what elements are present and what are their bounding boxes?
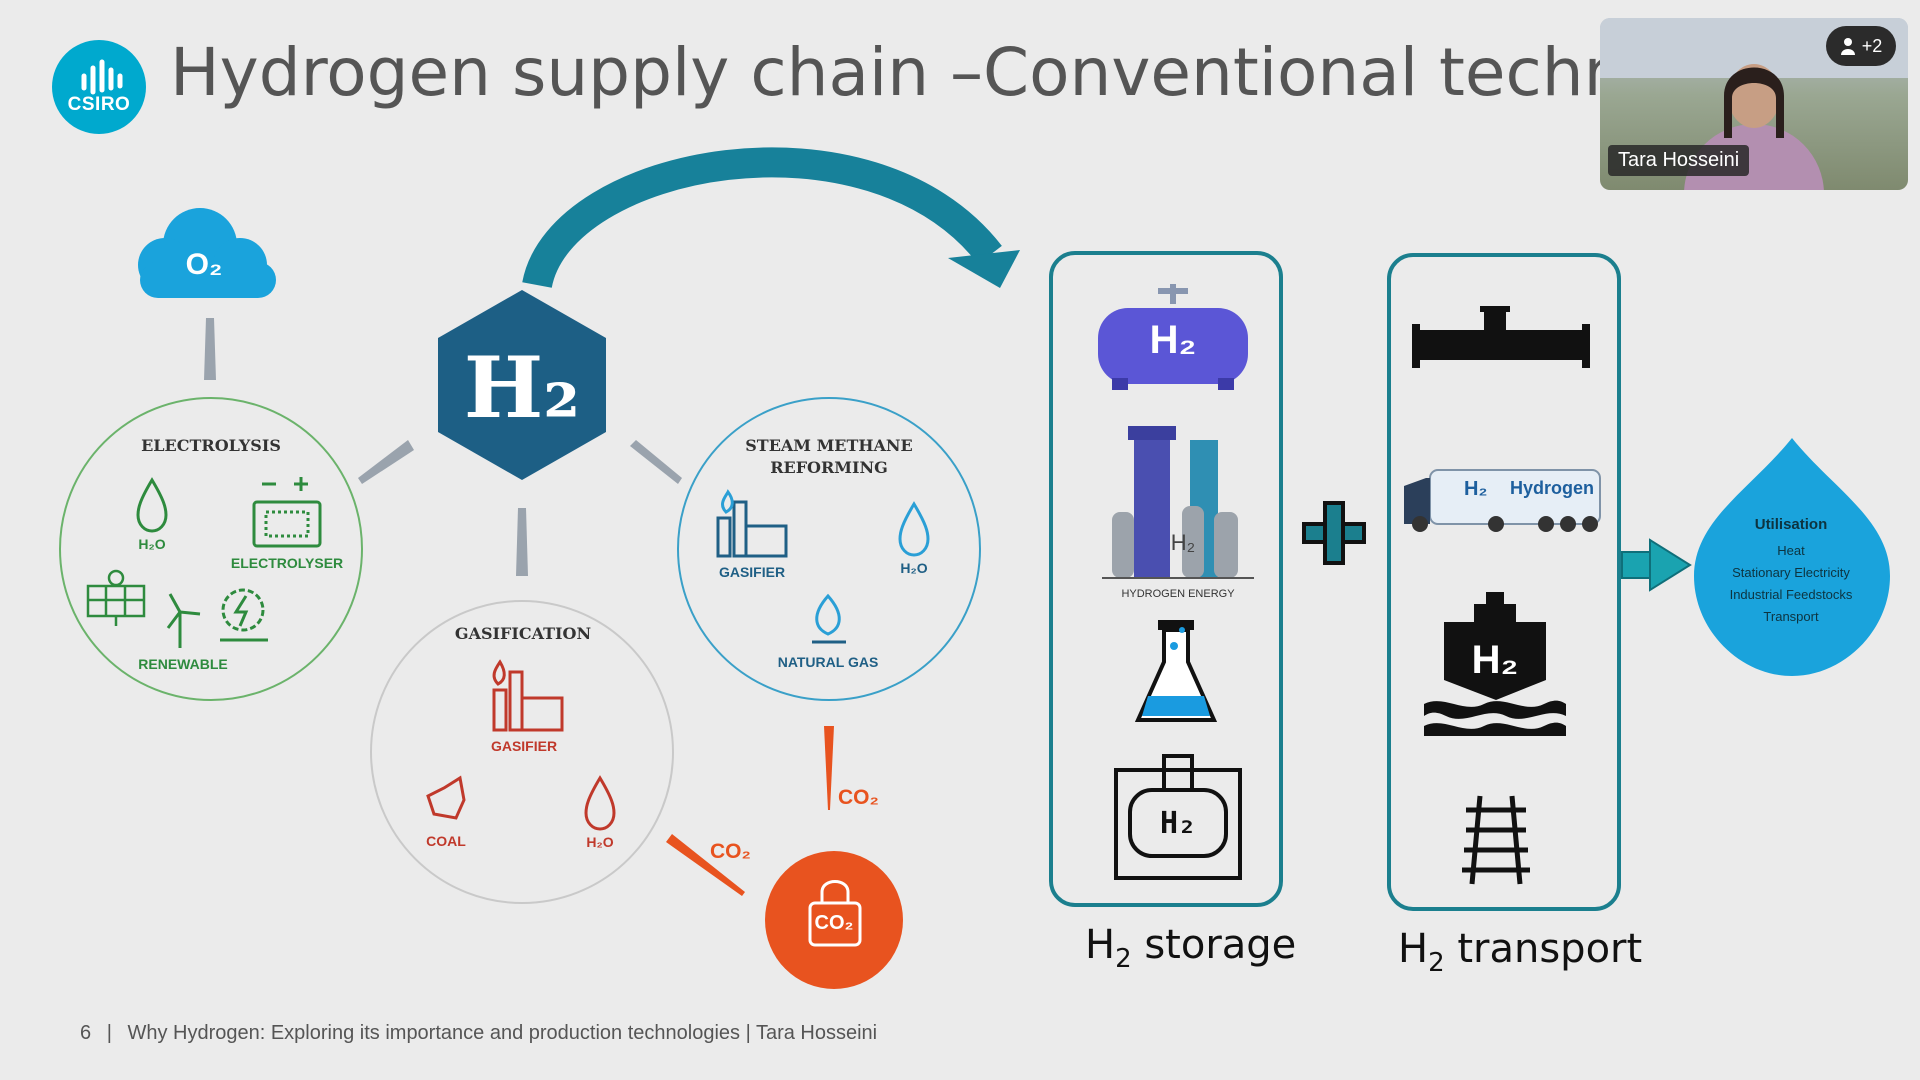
renewable-label: RENEWABLE (138, 656, 228, 672)
person-icon (1840, 38, 1855, 55)
storage-tank-label: H₂ (1149, 318, 1197, 362)
truck-h2-label: H₂ (1464, 478, 1488, 500)
co2-spike-gasification (666, 834, 745, 896)
extra-participants-count: +2 (1861, 35, 1883, 56)
utilisation-title: Utilisation (1754, 516, 1828, 533)
natural-gas-label: NATURAL GAS (777, 654, 879, 670)
co2-label-gasification: CO₂ (710, 840, 751, 863)
h2-hexagon-label: H₂ (463, 338, 581, 437)
connector-smr (630, 440, 682, 484)
gasification-h2o-label: H₂O (586, 834, 614, 850)
hydrogen-energy-label: HYDROGEN ENERGY (1121, 588, 1235, 600)
storage-caption-h: H (1085, 922, 1116, 968)
arrow-right-icon (1621, 538, 1692, 592)
gasifier-icon (716, 489, 788, 558)
smr-gasifier-label: GASIFIER (718, 564, 786, 580)
smr-h2o-label: H₂O (900, 560, 928, 576)
gasifier-icon (492, 659, 564, 732)
co2-capture-label: CO₂ (814, 912, 854, 934)
utilisation-item: Transport (1763, 609, 1819, 624)
natural-gas-flame-icon (812, 593, 846, 644)
h2-transport-panel (1387, 253, 1621, 911)
transport-caption-sub: 2 (1428, 948, 1445, 978)
o2-cloud-icon (138, 208, 276, 298)
plus-icon (1302, 501, 1366, 565)
csiro-logo: CSIRO (52, 40, 146, 134)
truck-hydrogen-label: Hydrogen (1510, 478, 1595, 498)
utilisation-item: Industrial Feedstocks (1729, 587, 1853, 602)
storage-caption-sub: 2 (1115, 944, 1132, 974)
participant-name: Tara Hosseini (1608, 145, 1750, 176)
o2-label: O₂ (185, 248, 223, 281)
coal-label: COAL (426, 833, 466, 849)
storage-plant-label: H₂ (1170, 530, 1196, 555)
co2-spike-smr (824, 726, 834, 810)
gasification-title: GASIFICATION (454, 624, 592, 643)
electrolysis-h2o-label: H₂O (138, 536, 166, 552)
renewable-energy-icon (220, 588, 268, 642)
utilisation-drop (1694, 438, 1890, 676)
slide-title: Hydrogen supply chain –Conventional tech… (170, 34, 1767, 111)
smr-title-line1: STEAM METHANE (745, 436, 913, 455)
utilisation-item: Heat (1777, 543, 1805, 558)
curved-arrow-head (948, 250, 1020, 288)
water-drop-icon (584, 775, 616, 831)
connector-gasification (516, 508, 528, 576)
smr-circle (677, 397, 981, 701)
water-drop-icon (898, 501, 930, 557)
water-drop-icon (136, 477, 168, 533)
utilisation-item: Stationary Electricity (1732, 565, 1850, 580)
storage-caption-rest: storage (1131, 922, 1297, 968)
transport-caption-h: H (1398, 926, 1429, 972)
h2-storage-caption: H2 storage (1085, 922, 1296, 974)
h2-hexagon (438, 290, 606, 480)
electrolyser-icon (252, 477, 322, 548)
underground-storage-label: H₂ (1159, 806, 1197, 841)
transport-caption-rest: transport (1444, 926, 1643, 972)
smr-title-line2: REFORMING (770, 458, 888, 477)
footer-text: Why Hydrogen: Exploring its importance a… (127, 1022, 878, 1044)
curved-arrow (522, 147, 1002, 289)
electrolyser-label: ELECTROLYSER (230, 555, 344, 571)
gasification-gasifier-label: GASIFIER (490, 738, 558, 754)
electrolysis-circle (59, 397, 363, 701)
ship-h2-label: H₂ (1471, 638, 1519, 682)
co2-capture-circle (765, 851, 903, 989)
logo-text: CSIRO (67, 94, 131, 115)
footer-separator: | (106, 1022, 112, 1044)
slide-footer: 6 | Why Hydrogen: Exploring its importan… (80, 1022, 877, 1045)
co2-lock-icon (808, 880, 862, 947)
csiro-logo-icon (81, 59, 123, 95)
solar-panel-icon (86, 569, 146, 626)
electrolysis-title: ELECTROLYSIS (141, 436, 281, 455)
video-tile[interactable]: +2 Tara Hosseini (1600, 18, 1908, 190)
connector-electrolysis (358, 440, 414, 484)
coal-icon (426, 775, 466, 820)
participants-badge[interactable]: +2 (1826, 26, 1896, 66)
wind-turbine-icon (166, 593, 201, 648)
h2-transport-caption: H2 transport (1398, 926, 1642, 978)
connector-cloud (204, 318, 216, 380)
page-number: 6 (80, 1022, 92, 1044)
co2-label-smr: CO₂ (838, 786, 879, 809)
